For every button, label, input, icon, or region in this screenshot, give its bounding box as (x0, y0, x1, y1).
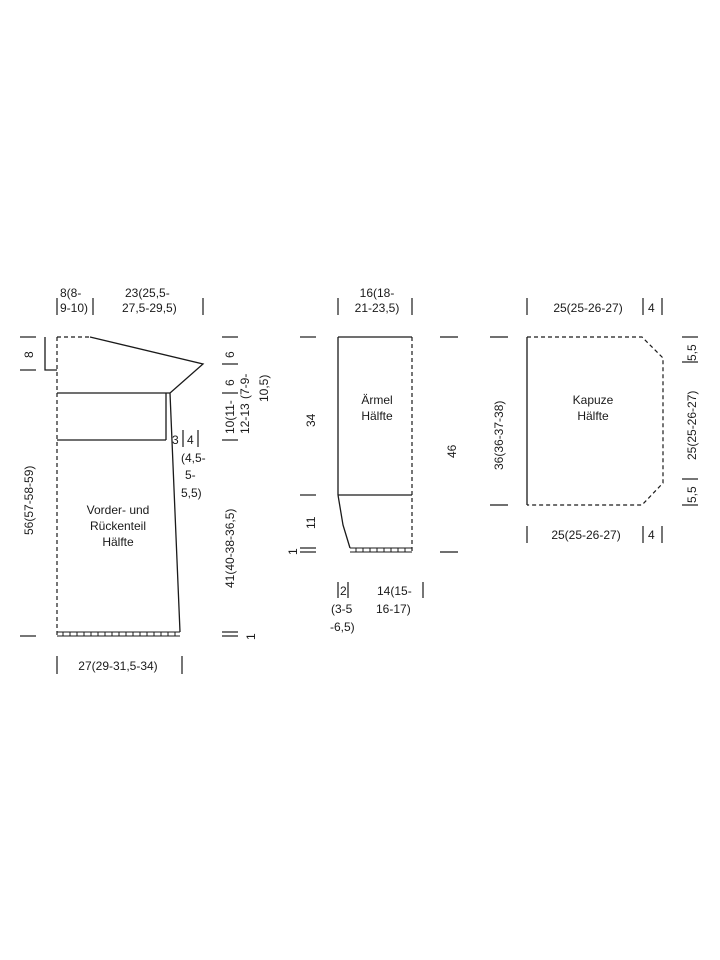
body-right-armhole-2: 12-13 (238, 403, 252, 434)
body-right-6-top: 6 (223, 351, 237, 358)
body-left-shoulder-depth: 8 (22, 351, 36, 358)
body-label-1: Vorder- und (87, 503, 150, 517)
sleeve-bottom-width-2: 16-17) (376, 602, 411, 616)
body-right-armhole-3: (7-9- (238, 374, 252, 399)
body-left-dimension-ticks (20, 336, 36, 637)
hood-piece: 25(25-26-27) 4 36(36-37-38) 5,5 25(25-26… (490, 298, 699, 543)
hood-right-dimension-ticks (682, 336, 698, 506)
body-rib-height: 1 (244, 633, 258, 640)
body-top-left-width-1: 8(8- (60, 286, 81, 300)
sleeve-right-height: 46 (445, 444, 459, 458)
sleeve-bottom-small-2: (3-5 (331, 602, 353, 616)
hood-bottom-dimension-ticks (526, 526, 663, 543)
hood-top-dimension-ticks (526, 298, 663, 315)
body-piece: 8(8- 9-10) 23(25,5- 27,5-29,5) 8 56(57-5… (20, 286, 271, 674)
body-label-2: Rückenteil (90, 519, 146, 533)
body-right-dimension-ticks (222, 336, 238, 637)
sleeve-bottom-width-1: 14(15- (377, 584, 412, 598)
body-outline-right (89, 336, 205, 633)
hood-bottom-width: 25(25-26-27) (551, 528, 620, 542)
hood-right-bottom: 5,5 (685, 486, 699, 503)
sleeve-bottom-small-1: 2 (340, 584, 347, 598)
body-bottom-width: 27(29-31,5-34) (78, 659, 157, 673)
body-neck-bracket (44, 337, 57, 371)
sleeve-label-1: Ärmel (361, 393, 392, 407)
body-top-dimension-ticks (56, 298, 204, 315)
body-label-3: Hälfte (102, 535, 134, 549)
sleeve-left-lower-dim: 11 (304, 516, 318, 529)
hood-label-1: Kapuze (573, 393, 614, 407)
sleeve-left-rib-dim: 1 (286, 548, 300, 555)
hood-top-corner: 4 (648, 301, 655, 315)
body-right-armhole-4: 10,5) (257, 375, 271, 402)
sleeve-left-lower (337, 494, 351, 549)
body-left-height: 56(57-58-59) (22, 466, 36, 535)
hood-right-mid: 25(25-26-27) (685, 391, 699, 460)
sleeve-bottom-dimension-ticks (337, 582, 424, 598)
body-top-left-width-2: 9-10) (60, 301, 88, 315)
hood-bottom-corner: 4 (648, 528, 655, 542)
body-right-lower: 41(40-38-36,5) (223, 509, 237, 588)
sleeve-rib-ticks (355, 548, 406, 552)
body-step-sub-3: 5,5) (181, 486, 202, 500)
body-top-right-width-2: 27,5-29,5) (122, 301, 177, 315)
body-step-4: 4 (187, 433, 194, 447)
hood-right-top: 5,5 (685, 344, 699, 361)
hood-label-2: Hälfte (577, 409, 609, 423)
body-top-right-width-1: 23(25,5- (125, 286, 170, 300)
body-step-sub-2: 5- (185, 468, 196, 482)
sleeve-left-upper-dim: 34 (304, 413, 318, 427)
sleeve-left-dimension-ticks (300, 336, 316, 553)
sleeve-top-width-1: 16(18- (360, 286, 395, 300)
hood-left-height: 36(36-37-38) (492, 401, 506, 470)
sleeve-label-2: Hälfte (361, 409, 393, 423)
body-step-3: 3 (172, 433, 179, 447)
body-rib-ticks (62, 632, 176, 636)
body-right-armhole-1: 10(11- (223, 400, 237, 434)
sleeve-top-width-2: 21-23,5) (355, 301, 400, 315)
sleeve-bottom-small-3: -6,5) (330, 620, 355, 634)
body-right-6-mid: 6 (223, 379, 237, 386)
hood-top-width: 25(25-26-27) (553, 301, 622, 315)
sleeve-piece: 16(18- 21-23,5) 34 11 1 46 Ärmel Hälfte … (286, 286, 459, 634)
body-step-sub-1: (4,5- (181, 451, 206, 465)
